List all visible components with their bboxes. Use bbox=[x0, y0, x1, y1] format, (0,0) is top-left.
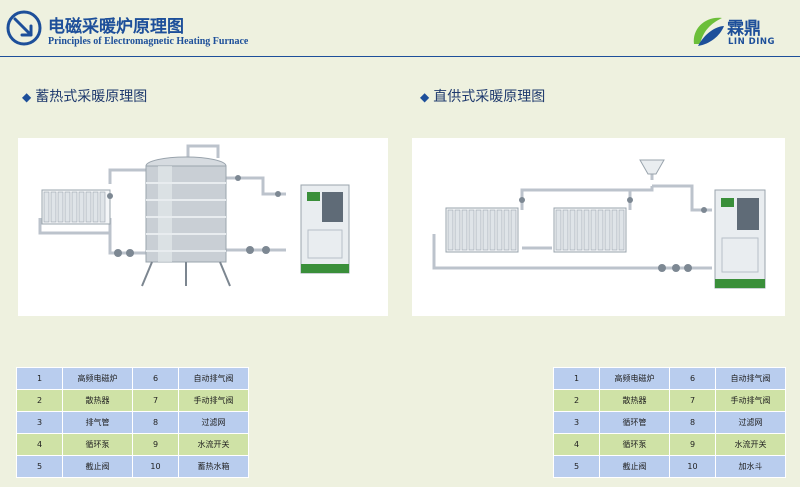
legend-label: 散热器 bbox=[599, 389, 670, 412]
valves bbox=[519, 197, 707, 272]
furnace bbox=[714, 189, 766, 289]
table-row: 3 循环管 8 过滤网 bbox=[553, 411, 786, 434]
water-funnel bbox=[639, 159, 665, 175]
legend-number: 2 bbox=[16, 389, 63, 412]
legend-number: 6 bbox=[132, 367, 179, 390]
table-row: 5 截止阀 10 蓄热水箱 bbox=[16, 455, 249, 478]
diagram-storage-svg bbox=[38, 144, 350, 287]
legend-label: 过滤网 bbox=[178, 411, 249, 434]
brand-logo-icon bbox=[693, 17, 724, 46]
legend-label: 水流开关 bbox=[178, 433, 249, 456]
legend-label: 循环泵 bbox=[62, 433, 133, 456]
legend-label: 手动排气阀 bbox=[715, 389, 786, 412]
section-title-text: 蓄热式采暖原理图 bbox=[35, 89, 148, 105]
diamond-icon: ◆ bbox=[420, 90, 430, 104]
table-row: 1 高频电磁炉 6 自动排气阀 bbox=[553, 367, 786, 390]
legend-table-storage: 1 高频电磁炉 6 自动排气阀 2 散热器 7 手动排气阀 3 排气管 8 过滤… bbox=[16, 367, 249, 478]
legend-number: 1 bbox=[16, 367, 63, 390]
section-title-storage: ◆蓄热式采暖原理图 bbox=[22, 86, 147, 106]
legend-label: 自动排气阀 bbox=[715, 367, 786, 390]
table-row: 4 循环泵 9 水流开关 bbox=[553, 433, 786, 456]
legend-number: 10 bbox=[669, 455, 716, 478]
table-row: 4 循环泵 9 水流开关 bbox=[16, 433, 249, 456]
legend-label: 散热器 bbox=[62, 389, 133, 412]
brand-name-en: LIN DING bbox=[728, 37, 775, 47]
section-title-direct: ◆直供式采暖原理图 bbox=[420, 86, 545, 106]
legend-label: 加水斗 bbox=[715, 455, 786, 478]
radiator-2 bbox=[553, 207, 627, 253]
legend-number: 4 bbox=[16, 433, 63, 456]
legend-number: 9 bbox=[669, 433, 716, 456]
legend-number: 6 bbox=[669, 367, 716, 390]
legend-number: 5 bbox=[16, 455, 63, 478]
legend-label: 过滤网 bbox=[715, 411, 786, 434]
legend-label: 循环泵 bbox=[599, 433, 670, 456]
legend-number: 8 bbox=[669, 411, 716, 434]
legend-label: 自动排气阀 bbox=[178, 367, 249, 390]
table-row: 2 散热器 7 手动排气阀 bbox=[16, 389, 249, 412]
legend-label: 高频电磁炉 bbox=[62, 367, 133, 390]
legend-number: 3 bbox=[16, 411, 63, 434]
legend-number: 5 bbox=[553, 455, 600, 478]
legend-label: 循环管 bbox=[599, 411, 670, 434]
legend-label: 手动排气阀 bbox=[178, 389, 249, 412]
legend-number: 9 bbox=[132, 433, 179, 456]
radiator-1 bbox=[445, 207, 519, 253]
storage-tank bbox=[141, 156, 231, 287]
legend-number: 8 bbox=[132, 411, 179, 434]
diagram-direct-svg bbox=[432, 159, 766, 289]
legend-label: 截止阀 bbox=[599, 455, 670, 478]
table-row: 1 高频电磁炉 6 自动排气阀 bbox=[16, 367, 249, 390]
legend-number: 3 bbox=[553, 411, 600, 434]
table-row: 2 散热器 7 手动排气阀 bbox=[553, 389, 786, 412]
page-subtitle: Principles of Electromagnetic Heating Fu… bbox=[48, 36, 249, 47]
legend-number: 10 bbox=[132, 455, 179, 478]
legend-number: 4 bbox=[553, 433, 600, 456]
diagram-storage-heating bbox=[18, 138, 388, 316]
radiator bbox=[41, 189, 111, 225]
table-row: 5 截止阀 10 加水斗 bbox=[553, 455, 786, 478]
legend-number: 7 bbox=[132, 389, 179, 412]
page-title: 电磁采暖炉原理图 bbox=[48, 17, 184, 37]
valves bbox=[107, 175, 281, 257]
legend-label: 蓄热水箱 bbox=[178, 455, 249, 478]
diagram-direct-heating bbox=[412, 138, 785, 316]
legend-number: 1 bbox=[553, 367, 600, 390]
legend-label: 截止阀 bbox=[62, 455, 133, 478]
legend-number: 2 bbox=[553, 389, 600, 412]
legend-number: 7 bbox=[669, 389, 716, 412]
legend-label: 水流开关 bbox=[715, 433, 786, 456]
header-divider bbox=[0, 56, 800, 57]
legend-table-direct: 1 高频电磁炉 6 自动排气阀 2 散热器 7 手动排气阀 3 循环管 8 过滤… bbox=[553, 367, 786, 478]
legend-label: 排气管 bbox=[62, 411, 133, 434]
section-title-text: 直供式采暖原理图 bbox=[433, 89, 546, 105]
diamond-icon: ◆ bbox=[22, 90, 32, 104]
arrow-circle-icon bbox=[6, 10, 42, 46]
legend-label: 高频电磁炉 bbox=[599, 367, 670, 390]
pipes bbox=[38, 144, 286, 255]
brand-name-cn: 霖鼎 bbox=[727, 19, 761, 39]
table-row: 3 排气管 8 过滤网 bbox=[16, 411, 249, 434]
furnace bbox=[300, 184, 350, 274]
